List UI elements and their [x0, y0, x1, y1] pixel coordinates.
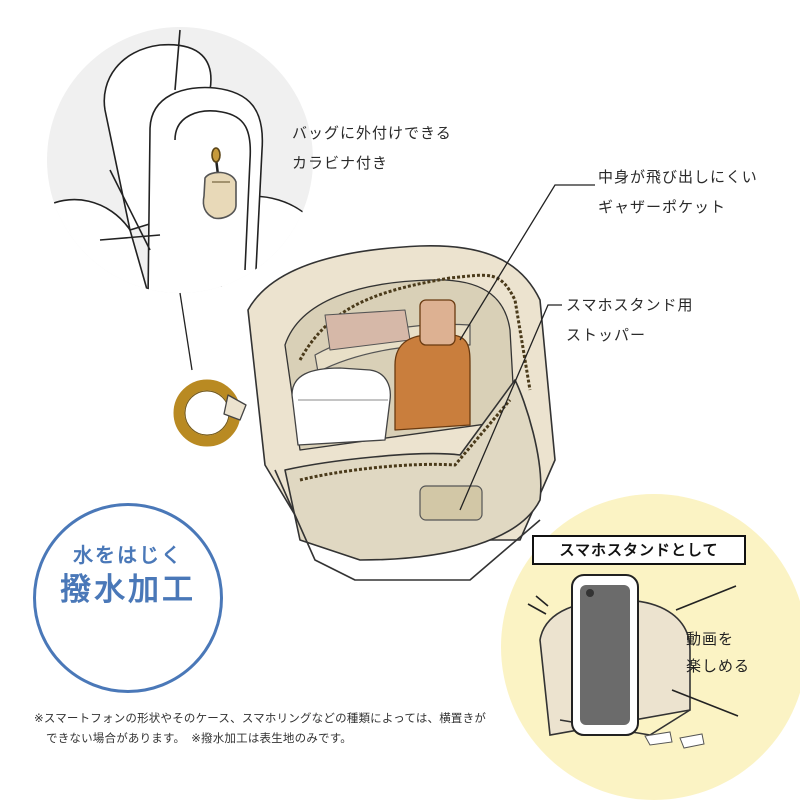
footnote-line2: できない場合があります。 ※撥水加工は表生地のみです。 [46, 731, 352, 745]
stopper-callout-line2: ストッパー [566, 326, 647, 344]
stopper-leader-line [459, 304, 562, 511]
gather-pocket-callout-line2: ギャザーポケット [598, 198, 727, 216]
stand-panel-caption-line2: 楽しめる [686, 657, 751, 675]
footnote: ※スマートフォンの形状やそのケース、スマホリングなどの種類によっては、横置きが … [34, 708, 486, 748]
stand-panel-caption-line1: 動画を [686, 630, 735, 648]
carabiner-callout-line1: バッグに外付けできる [292, 124, 452, 142]
carabiner-callout: バッグに外付けできる カラビナ付き [292, 118, 452, 178]
stand-circle [501, 494, 800, 800]
pouch-illustration [173, 245, 556, 581]
stand-panel-title: スマホスタンドとして [532, 535, 746, 565]
stand-panel-caption: 動画を 楽しめる [686, 626, 750, 680]
stopper-callout-line1: スマホスタンド用 [566, 296, 694, 314]
badge-line2: 撥水加工 [60, 572, 196, 608]
footnote-line1: ※スマートフォンの形状やそのケース、スマホリングなどの種類によっては、横置きが [34, 711, 487, 725]
gather-pocket-leader-line [459, 184, 595, 341]
gather-pocket-callout: 中身が飛び出しにくい ギャザーポケット [598, 162, 758, 222]
carabiner-callout-line2: カラビナ付き [292, 154, 389, 172]
water-repellent-badge [33, 503, 223, 693]
gather-pocket-callout-line1: 中身が飛び出しにくい [598, 168, 758, 186]
backpack-circle [47, 27, 313, 293]
carabiner-leader-line [179, 292, 193, 371]
stopper-callout: スマホスタンド用 ストッパー [566, 290, 694, 350]
badge-line1: 水をはじく [73, 543, 183, 567]
